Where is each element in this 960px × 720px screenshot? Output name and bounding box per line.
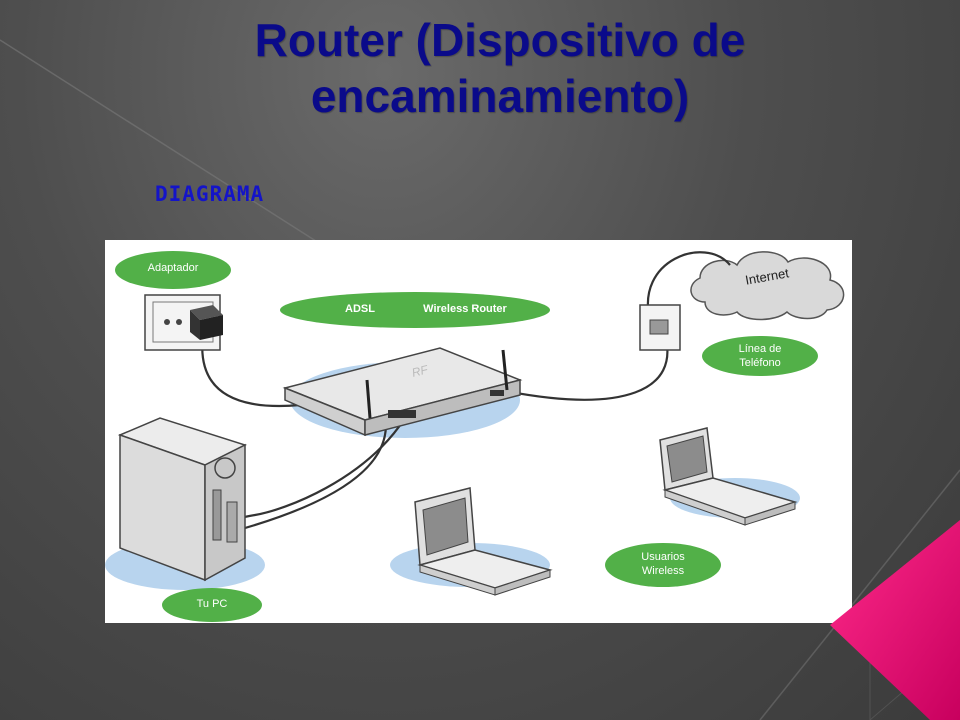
label-linea-line2: Teléfono	[739, 357, 781, 369]
wireless-router-icon: RF	[282, 347, 523, 437]
network-diagram: RF Adaptador ADSL Wire	[105, 240, 852, 623]
label-router-bubble	[280, 292, 550, 328]
label-adsl: ADSL	[345, 303, 375, 315]
label-linea-line1: Línea de	[738, 343, 782, 355]
diagram-drawing: RF	[105, 251, 845, 622]
pink-accent-shape	[830, 520, 960, 720]
svg-text:RF: RF	[410, 362, 430, 380]
label-adaptador: Adaptador	[147, 262, 199, 274]
label-usuarios-bubble	[605, 543, 721, 587]
slide-title: Router (Dispositivo de encaminamiento)	[150, 12, 850, 124]
laptop-icon-2	[659, 427, 798, 526]
internet-cloud-icon	[690, 251, 845, 321]
power-adapter-icon	[190, 305, 223, 340]
label-tupc-bubble	[162, 588, 262, 622]
label-adaptador-bubble	[115, 251, 231, 289]
laptop-icon-1	[414, 487, 553, 596]
slide-title-line1: Router (Dispositivo de	[254, 14, 746, 66]
cable-internet	[646, 251, 731, 321]
label-wireless-router: Wireless Router	[423, 303, 507, 315]
slide-title-line2: encaminamiento)	[310, 70, 690, 122]
label-linea-bubble	[702, 336, 818, 376]
label-tu-pc: Tu PC	[196, 598, 228, 610]
label-usuarios-line2: Wireless	[641, 565, 685, 577]
label-usuarios-line1: Usuarios	[641, 551, 685, 563]
slide-subtitle: DIAGRAMA	[155, 182, 265, 206]
cable-phone	[499, 334, 669, 401]
pc-tower-icon	[117, 417, 247, 582]
phone-jack-icon	[639, 304, 681, 351]
